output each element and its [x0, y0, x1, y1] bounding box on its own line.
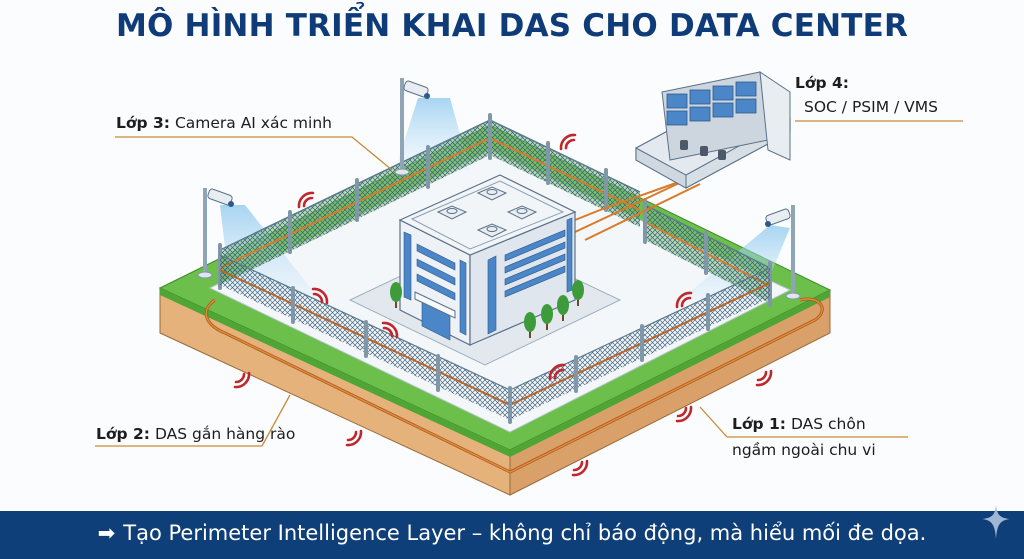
- label-layer-1-prefix: Lớp 1:: [732, 415, 787, 433]
- cctv-camera-icon: [403, 80, 430, 99]
- label-layer-2: Lớp 2: DAS gắn hàng rào: [96, 425, 295, 443]
- label-layer-3-prefix: Lớp 3:: [116, 114, 171, 132]
- footer-text: Tạo Perimeter Intelligence Layer – không…: [123, 521, 927, 545]
- label-layer-1: Lớp 1: DAS chôn: [732, 415, 866, 433]
- label-layer-2-text: DAS gắn hàng rào: [154, 425, 296, 443]
- label-layer-2-prefix: Lớp 2:: [96, 425, 151, 443]
- das-deployment-illustration: [95, 70, 963, 496]
- cctv-camera-icon: [207, 188, 234, 207]
- label-layer-4-prefix-wrap: Lớp 4:: [795, 74, 849, 92]
- label-leader-lines: [95, 120, 963, 447]
- label-layer-1-text-line1: DAS chôn: [790, 415, 866, 433]
- arrow-right-icon: ➡: [97, 521, 116, 545]
- label-layer-4-text: SOC / PSIM / VMS: [804, 98, 938, 116]
- camera-pole-top: [394, 78, 430, 176]
- label-layer-3-text: Camera AI xác minh: [174, 114, 332, 132]
- vibration-signal-icons: [233, 133, 773, 477]
- label-layer-3: Lớp 3: Camera AI xác minh: [116, 114, 332, 132]
- label-layer-4: SOC / PSIM / VMS: [804, 98, 938, 116]
- soc-control-room: [635, 70, 791, 189]
- trees: [390, 280, 584, 338]
- label-layer-4-prefix: Lớp 4:: [795, 74, 850, 92]
- cctv-camera-icon: [765, 208, 791, 227]
- label-layer-1-text-line2: ngầm ngoài chu vi: [732, 441, 876, 459]
- camera-pole-right: [765, 205, 801, 300]
- fence-posts-front: [291, 286, 710, 424]
- camera-pole-left: [197, 188, 234, 279]
- sparkle-icon: [982, 505, 1010, 539]
- footer-banner: ➡ Tạo Perimeter Intelligence Layer – khôn…: [0, 505, 1024, 559]
- page-title: MÔ HÌNH TRIỂN KHAI DAS CHO DATA CENTER: [115, 8, 909, 44]
- data-center-building: [348, 174, 622, 366]
- footer-message: ➡ Tạo Perimeter Intelligence Layer – khôn…: [0, 521, 1024, 545]
- label-layer-1-line2: ngầm ngoài chu vi: [732, 441, 876, 459]
